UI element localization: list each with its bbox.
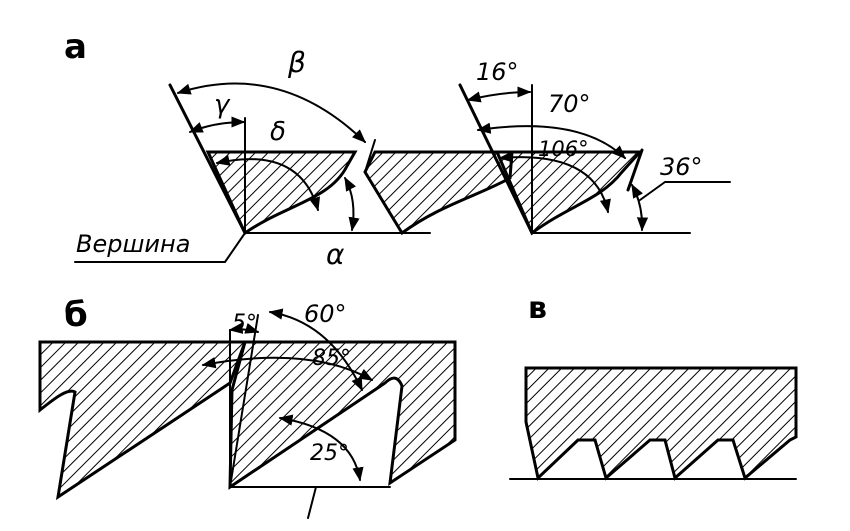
gamma-arc [188, 116, 246, 133]
tooth-b-left [38, 340, 248, 501]
apex-label: Вершина [76, 230, 190, 258]
angle16-arc [466, 86, 532, 103]
tooth-strip-v [524, 366, 798, 481]
angle25-arc [278, 414, 364, 482]
panel-v-letter: в [528, 291, 547, 326]
angle5-label: 5° [232, 311, 257, 336]
apex-leader [199, 232, 246, 263]
panel-a-right-tooth [458, 83, 731, 236]
angle70-arc [476, 122, 627, 159]
angle16-label: 16° [476, 58, 519, 86]
angle85-arc [201, 356, 374, 381]
angle106-arc [498, 151, 611, 214]
angle70-label: 70° [548, 90, 591, 118]
panel-a-letter: а [64, 27, 87, 67]
angle36-leader [639, 181, 731, 201]
angle85-label: 85° [312, 346, 351, 371]
alpha-label: α [326, 238, 345, 271]
panel-b [38, 308, 457, 519]
beta-label: β [287, 46, 306, 79]
angle60-label: 60° [304, 300, 347, 328]
angle36-label: 36° [660, 153, 703, 181]
alpha-arc [344, 176, 360, 232]
back-extension [364, 139, 376, 173]
index-mark-b [307, 486, 317, 519]
angle106-label: 106° [538, 137, 589, 161]
panel-b-letter: б [64, 295, 88, 335]
back-mark-right [626, 148, 644, 192]
gamma-label: γ [214, 90, 231, 120]
next-tooth-body [363, 150, 514, 236]
face-line-b [229, 314, 259, 488]
panel-a-left-tooth [74, 82, 514, 263]
angle36-arc [631, 183, 649, 232]
panel-v [509, 366, 798, 481]
angle5-arc [228, 322, 260, 334]
delta-label: δ [270, 117, 286, 147]
angle25-label: 25° [310, 441, 349, 466]
beta-arc [176, 82, 367, 143]
delta-arc [215, 154, 321, 212]
